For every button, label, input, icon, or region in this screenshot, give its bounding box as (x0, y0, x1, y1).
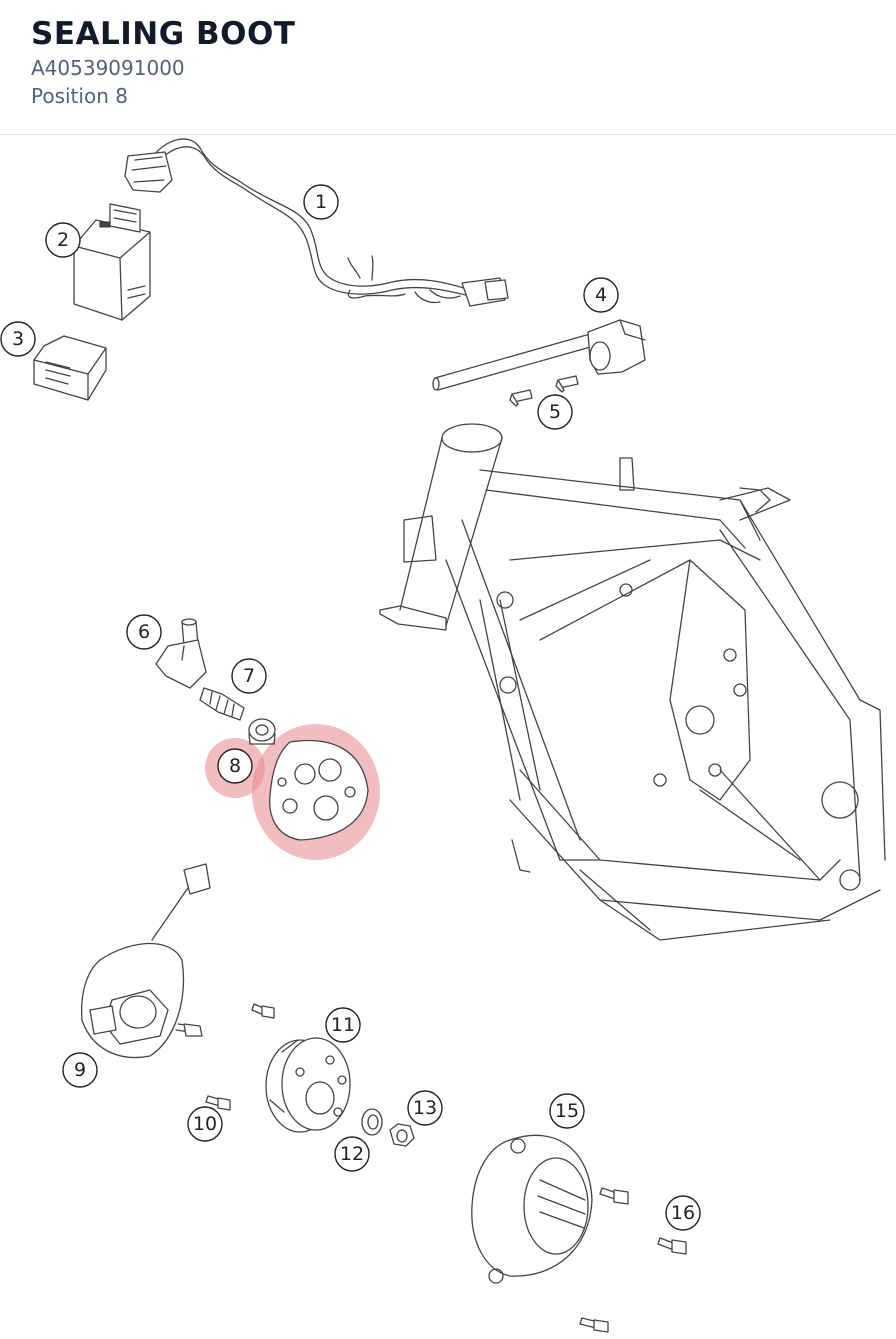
callout-15[interactable]: 15 (549, 1093, 585, 1129)
svg-text:1: 1 (315, 191, 327, 213)
callout-13[interactable]: 13 (407, 1090, 443, 1126)
svg-text:16: 16 (671, 1202, 695, 1224)
callout-4[interactable]: 4 (583, 277, 619, 313)
control-unit-part[interactable] (73, 203, 151, 321)
position-label: Position 8 (31, 84, 128, 108)
stator-part[interactable] (80, 863, 211, 1059)
callout-3[interactable]: 3 (0, 321, 36, 357)
svg-text:5: 5 (549, 401, 561, 423)
callout-1[interactable]: 1 (303, 184, 339, 220)
svg-text:3: 3 (12, 328, 24, 350)
wiring-harness-part[interactable] (124, 138, 509, 307)
spark-plug-cap-part[interactable] (155, 618, 207, 689)
svg-text:10: 10 (193, 1113, 217, 1135)
svg-text:11: 11 (331, 1014, 355, 1036)
svg-text:6: 6 (138, 621, 150, 643)
header: SEALING BOOT A40539091000 Position 8 (0, 0, 896, 135)
regulator-part[interactable] (33, 335, 107, 401)
callout-5[interactable]: 5 (537, 394, 573, 430)
callout-10[interactable]: 10 (187, 1106, 223, 1142)
bolt-set-part-5[interactable] (509, 375, 579, 407)
callout-12[interactable]: 12 (334, 1136, 370, 1172)
svg-text:9: 9 (74, 1059, 86, 1081)
callout-9[interactable]: 9 (62, 1052, 98, 1088)
callout-7[interactable]: 7 (231, 658, 267, 694)
svg-text:15: 15 (555, 1100, 579, 1122)
bolt-set-part-10[interactable] (205, 1003, 275, 1111)
callout-16[interactable]: 16 (665, 1195, 701, 1231)
diagram-svg: 1 2 3 4 5 6 7 8 9 10 11 12 13 15 16 (0, 138, 886, 1333)
callout-11[interactable]: 11 (325, 1007, 361, 1043)
callout-8[interactable]: 8 (217, 748, 253, 784)
ignition-coil-part[interactable] (432, 319, 646, 391)
ignition-cover-part[interactable] (471, 1134, 593, 1284)
svg-text:12: 12 (340, 1143, 364, 1165)
callout-2[interactable]: 2 (45, 222, 81, 258)
page-title: SEALING BOOT (31, 16, 296, 52)
sealing-boot-highlight[interactable] (205, 718, 380, 860)
svg-text:2: 2 (57, 229, 69, 251)
svg-text:8: 8 (229, 755, 241, 777)
flywheel-part[interactable] (265, 1037, 351, 1133)
part-number: A40539091000 (31, 56, 185, 80)
spark-plug-part[interactable] (199, 687, 245, 721)
svg-text:4: 4 (595, 284, 607, 306)
svg-text:7: 7 (243, 665, 255, 687)
frame-part (379, 423, 886, 941)
svg-text:13: 13 (413, 1097, 437, 1119)
washer-part[interactable] (361, 1108, 383, 1136)
exploded-diagram: 1 2 3 4 5 6 7 8 9 10 11 12 13 15 16 (0, 135, 896, 1335)
bolt-set-part-16[interactable] (579, 1187, 687, 1333)
nut-part[interactable] (389, 1123, 415, 1147)
callout-6[interactable]: 6 (126, 614, 162, 650)
